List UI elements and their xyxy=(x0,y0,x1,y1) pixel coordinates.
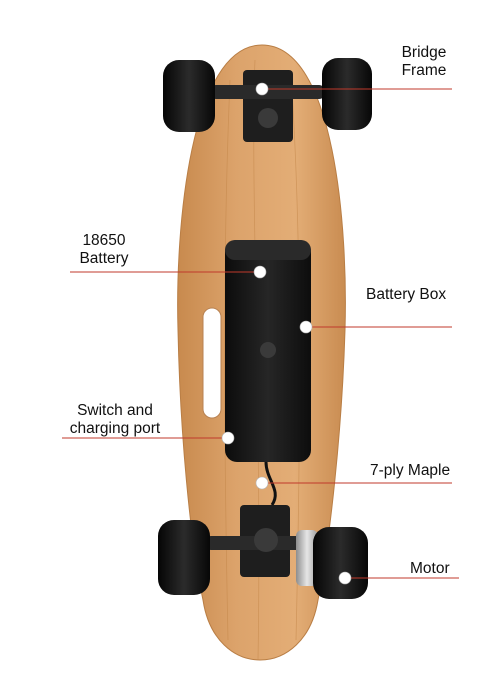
handle-slot xyxy=(202,307,222,419)
label-battery-18650-line-2: Battery xyxy=(79,250,129,267)
label-maple-line-1: 7-ply Maple xyxy=(370,462,451,479)
callout-dot-battery-18650 xyxy=(253,265,267,279)
front-left-wheel xyxy=(163,60,215,132)
rear-right-wheel xyxy=(313,527,368,599)
label-motor: Motor xyxy=(410,560,450,578)
battery-box-lid xyxy=(225,240,311,260)
label-battery-18650-line-1: 18650 xyxy=(82,232,126,249)
label-battery-18650: 18650 Battery xyxy=(68,232,140,268)
callout-lines xyxy=(62,88,459,579)
motor-housing xyxy=(296,530,318,586)
label-switch-port-line-1: Switch and xyxy=(77,402,153,419)
callout-dot-battery-box xyxy=(299,320,313,334)
label-switch-port: Switch and charging port xyxy=(60,402,170,438)
front-truck xyxy=(210,70,325,142)
rear-truck xyxy=(205,505,315,577)
label-motor-line-1: Motor xyxy=(410,560,450,577)
callout-dot-maple xyxy=(255,476,269,490)
label-bridge-frame: Bridge Frame xyxy=(392,44,456,80)
label-battery-box: Battery Box xyxy=(366,286,446,304)
callout-dots xyxy=(221,82,352,585)
callout-dot-motor xyxy=(338,571,352,585)
label-bridge-frame-line-1: Bridge xyxy=(401,44,447,61)
power-cable xyxy=(264,461,277,506)
label-battery-box-line-1: Battery Box xyxy=(366,286,447,303)
front-right-wheel xyxy=(322,58,372,130)
callout-dot-switch-port xyxy=(221,431,235,445)
label-switch-port-line-2: charging port xyxy=(69,420,161,437)
battery-box-knob xyxy=(260,342,276,358)
label-maple: 7-ply Maple xyxy=(370,462,450,480)
callout-dot-bridge-frame xyxy=(255,82,269,96)
rear-left-wheel xyxy=(158,520,210,595)
label-bridge-frame-line-2: Frame xyxy=(401,62,447,79)
